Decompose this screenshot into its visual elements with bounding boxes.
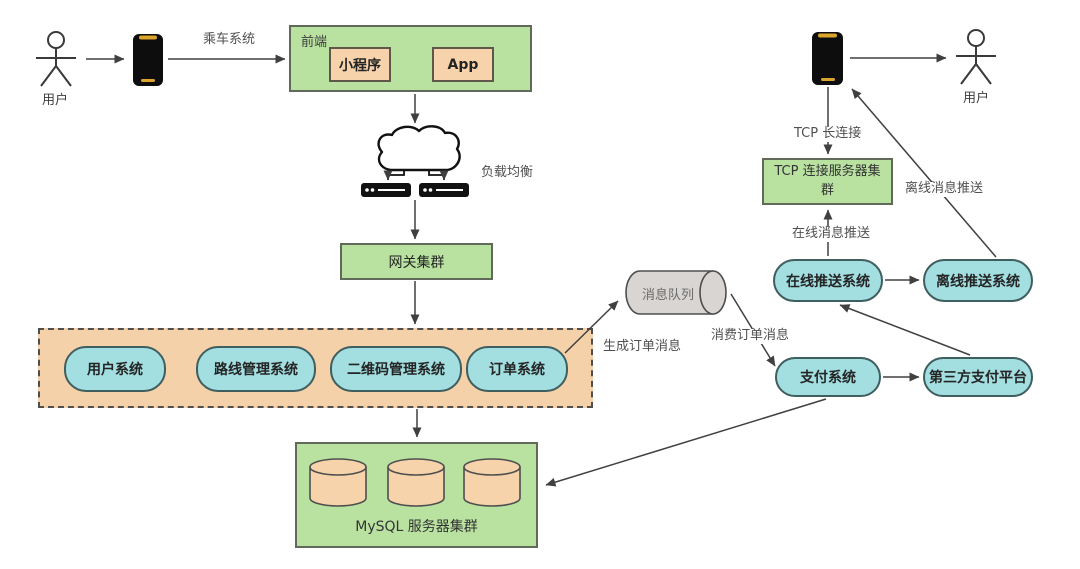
online-push-system-node: 在线推送系统 (773, 259, 883, 302)
user-system-node: 用户系统 (64, 346, 166, 392)
payment-system-node: 支付系统 (775, 357, 881, 397)
server-bars-icon (361, 183, 469, 197)
order-system-node: 订单系统 (466, 346, 568, 392)
generate-order-msg-label: 生成订单消息 (600, 339, 685, 355)
mysql-cluster-node: MySQL 服务器集群 (295, 442, 538, 548)
load-balancer-cloud-icon (377, 125, 461, 181)
message-queue-label: 消息队列 (642, 288, 695, 303)
frontend-title: 前端 (301, 35, 328, 50)
mysql-cluster-label: MySQL 服务器集群 (355, 519, 478, 535)
ride-system-edge-label: 乘车系统 (200, 32, 259, 48)
phone-icon-left (133, 34, 163, 86)
third-party-payment-node: 第三方支付平台 (923, 357, 1033, 397)
offline-push-system-node: 离线推送系统 (923, 259, 1033, 302)
edge-thirdparty-to-onlinepush (839, 304, 971, 356)
user-icon-left (36, 31, 76, 87)
tcp-server-cluster-node: TCP 连接服务器集群 (762, 158, 893, 205)
online-msg-push-label: 在线消息推送 (789, 226, 874, 242)
user-icon-right (956, 29, 996, 85)
app-node: App (432, 47, 494, 82)
route-mgmt-system-node: 路线管理系统 (196, 346, 316, 392)
user-label-left: 用户 (42, 93, 69, 108)
load-balance-label: 负载均衡 (478, 165, 537, 181)
edge-payment-to-mysql (545, 398, 827, 487)
offline-msg-push-label: 离线消息推送 (902, 181, 987, 197)
miniapp-node: 小程序 (329, 47, 391, 82)
consume-order-msg-label: 消费订单消息 (708, 328, 793, 344)
tcp-long-connection-label: TCP 长连接 (791, 126, 865, 142)
qrcode-mgmt-system-node: 二维码管理系统 (330, 346, 462, 392)
user-label-right: 用户 (963, 91, 990, 106)
gateway-node: 网关集群 (340, 243, 493, 280)
frontend-container: 前端 (289, 25, 532, 92)
phone-icon-right (812, 32, 843, 85)
